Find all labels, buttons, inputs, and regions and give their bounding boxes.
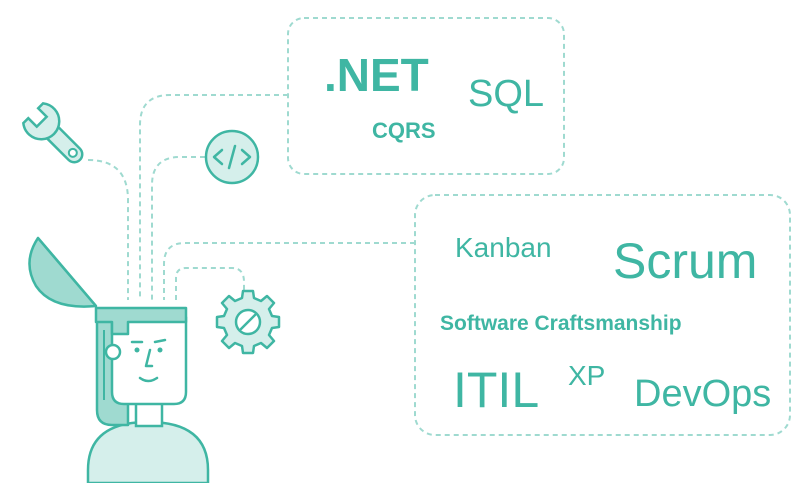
wrench-icon bbox=[22, 102, 84, 164]
keyword-net: .NET bbox=[324, 49, 429, 101]
keyword-xp: XP bbox=[568, 360, 606, 391]
keyword-kanban: Kanban bbox=[455, 232, 552, 263]
code-icon bbox=[204, 129, 260, 185]
person-ear bbox=[104, 343, 122, 361]
methodology-box bbox=[414, 194, 791, 436]
keyword-sql: SQL bbox=[468, 73, 545, 115]
person-head-lid bbox=[28, 236, 98, 308]
keyword-itil: ITIL bbox=[453, 362, 540, 418]
gear-icon bbox=[215, 289, 281, 355]
keyword-cqrs: CQRS bbox=[372, 118, 436, 143]
person-face bbox=[110, 316, 188, 406]
person-hair-top bbox=[94, 306, 188, 336]
person-illustration bbox=[28, 236, 210, 483]
connector-lines bbox=[87, 94, 415, 300]
keyword-devops: DevOps bbox=[634, 373, 772, 415]
person-body bbox=[86, 420, 210, 483]
keyword-software-craftsmanship: Software Craftsmanship bbox=[440, 312, 682, 335]
keyword-scrum: Scrum bbox=[613, 233, 758, 289]
